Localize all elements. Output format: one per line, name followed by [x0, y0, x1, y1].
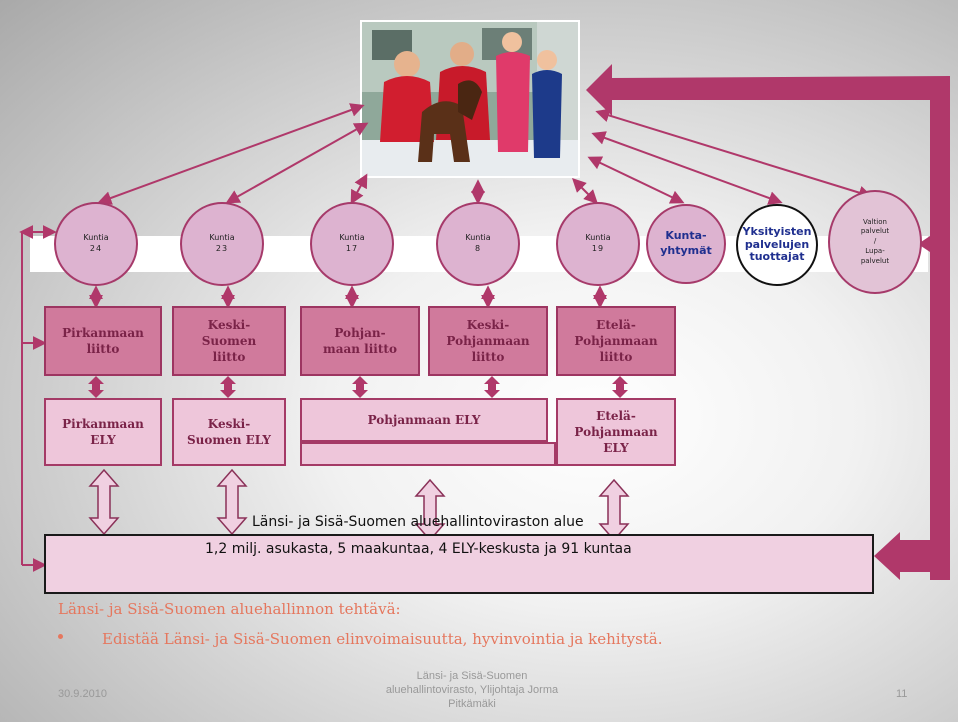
- footer-date: 30.9.2010: [58, 688, 107, 700]
- circle-kuntia-24: Kuntia 24: [54, 202, 138, 286]
- tasks-title: Länsi- ja Sisä-Suomen aluehallinnon teht…: [58, 600, 401, 618]
- circle-yksityiset: Yksityisten palvelujen tuottajat: [736, 204, 818, 286]
- box-keski-pohjanmaan-liitto: Keski- Pohjanmaan liitto: [428, 306, 548, 376]
- box-label: Etelä- Pohjanmaan ELY: [574, 408, 658, 456]
- circle-kuntia-17: Kuntia 17: [310, 202, 394, 286]
- circle-count: 8: [474, 244, 482, 253]
- box-label: Pirkanmaan ELY: [62, 416, 144, 447]
- box-pirkanmaan-ely: Pirkanmaan ELY: [44, 398, 162, 466]
- agency-bar: [44, 534, 874, 594]
- family-photo-drawing: [362, 22, 578, 176]
- liitto-ely-connectors: [88, 376, 628, 398]
- circle-text: Kunta- yhtymät: [660, 229, 712, 257]
- circle-kuntia-19: Kuntia 19: [556, 202, 640, 286]
- feedback-arrow: [586, 64, 950, 580]
- circle-valtion: Valtion palvelut / Lupa- palvelut: [828, 190, 922, 294]
- circle-label: Kuntia: [465, 233, 491, 243]
- circle-text: Valtion palvelut / Lupa- palvelut: [860, 217, 890, 265]
- box-keski-suomen-liitto: Keski- Suomen liitto: [172, 306, 286, 376]
- box-pohjanmaan-liitto: Pohjan- maan liitto: [300, 306, 420, 376]
- box-keski-suomen-ely: Keski- Suomen ELY: [172, 398, 286, 466]
- box-pirkanmaan-liitto: Pirkanmaan liitto: [44, 306, 162, 376]
- bullet-icon: [58, 634, 63, 639]
- box-etela-pohjanmaan-liitto: Etelä- Pohjanmaan liitto: [556, 306, 676, 376]
- circle-count: 19: [591, 244, 605, 253]
- footer-center: Länsi- ja Sisä-Suomen aluehallintovirast…: [385, 670, 559, 710]
- box-label: Pirkanmaan liitto: [62, 325, 144, 356]
- agency-title: Länsi- ja Sisä-Suomen aluehallintovirast…: [252, 514, 584, 530]
- circle-label: Kuntia: [83, 233, 109, 243]
- box-label: Keski- Pohjanmaan liitto: [446, 317, 530, 365]
- box-label: Pohjan- maan liitto: [323, 325, 397, 356]
- agency-stats: 1,2 milj. asukasta, 5 maakuntaa, 4 ELY-k…: [205, 541, 632, 557]
- tasks-item: Edistää Länsi- ja Sisä-Suomen elinvoimai…: [102, 630, 663, 648]
- box-label: Etelä- Pohjanmaan liitto: [574, 317, 658, 365]
- footer-page-number: 11: [896, 688, 908, 700]
- circle-count: 23: [215, 244, 229, 253]
- circle-kuntayhtymat: Kunta- yhtymät: [646, 204, 726, 284]
- circle-label: Kuntia: [585, 233, 611, 243]
- family-photo: [360, 20, 580, 178]
- photo-connectors: [97, 103, 873, 205]
- box-pohjanmaan-ely: Pohjanmaan ELY: [300, 398, 548, 442]
- circle-count: 17: [345, 244, 359, 253]
- circle-kuntia-8: Kuntia 8: [436, 202, 520, 286]
- circle-label: Kuntia: [209, 233, 235, 243]
- circle-count: 24: [89, 244, 103, 253]
- circle-kuntia-23: Kuntia 23: [180, 202, 264, 286]
- box-label: Keski- Suomen liitto: [201, 317, 257, 365]
- box-label: Pohjanmaan ELY: [367, 412, 481, 427]
- box-pohjanmaan-ely-extension: [300, 442, 556, 466]
- box-label: Keski- Suomen ELY: [186, 416, 271, 447]
- circle-label: Kuntia: [339, 233, 365, 243]
- box-etela-pohjanmaan-ely: Etelä- Pohjanmaan ELY: [556, 398, 676, 466]
- circle-liitto-connectors: [89, 285, 607, 309]
- circle-text: Yksityisten palvelujen tuottajat: [742, 225, 812, 264]
- left-bracket: [19, 225, 57, 572]
